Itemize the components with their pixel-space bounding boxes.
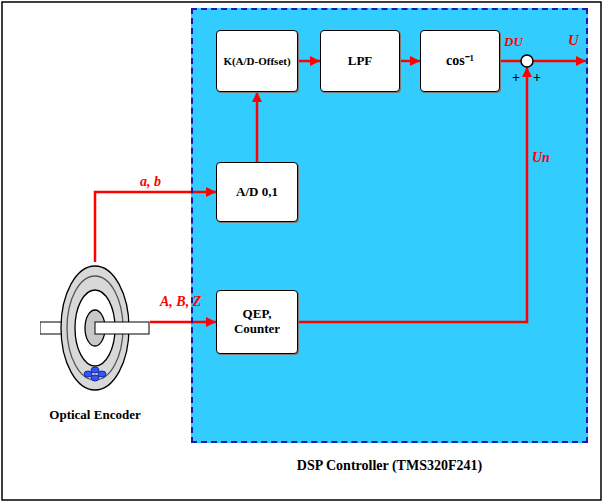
summing-junction bbox=[521, 55, 533, 67]
block-label: K(A/D-Offset) bbox=[223, 55, 290, 68]
photo-sensor bbox=[91, 375, 99, 381]
photo-sensor bbox=[91, 367, 99, 373]
encoder-illustration bbox=[40, 262, 150, 432]
controller-ground bbox=[191, 8, 588, 443]
optical-encoder: Optical Encoder bbox=[40, 262, 150, 432]
sign-label: + bbox=[512, 70, 520, 86]
signal-arrow bbox=[256, 92, 259, 162]
photo-sensor bbox=[84, 371, 92, 377]
block-label: A/D 0,1 bbox=[236, 185, 278, 200]
arccos-box: cos⁻¹ bbox=[420, 30, 500, 92]
block-label: LPF bbox=[348, 54, 373, 69]
signal-arrow bbox=[95, 192, 216, 262]
block-label: QEP, Counter bbox=[220, 307, 294, 337]
caption-label: DSP Controller (TMS320F241) bbox=[193, 458, 586, 474]
signal-arrow bbox=[400, 60, 420, 63]
output-wire bbox=[533, 60, 586, 63]
signal-arrow bbox=[150, 321, 216, 324]
signal-wire bbox=[500, 60, 521, 63]
count-wire bbox=[298, 67, 527, 322]
block-label: cos⁻¹ bbox=[446, 53, 474, 69]
signal-arrow bbox=[298, 60, 320, 63]
signal-label: a, b bbox=[140, 174, 161, 190]
signal-label: A, B, Z bbox=[160, 294, 201, 310]
counter-box: QEP, Counter bbox=[216, 290, 298, 354]
signal-label: Un bbox=[532, 150, 550, 166]
signal-label: DU bbox=[504, 34, 523, 50]
photo-sensor bbox=[98, 371, 106, 377]
adc-box: A/D 0,1 bbox=[216, 162, 298, 222]
shaft bbox=[95, 322, 149, 334]
signal-label: U bbox=[568, 32, 579, 49]
controller-region: DSP Controller (TMS320F241)K(A/D-Offset)… bbox=[191, 8, 588, 443]
gain-offset-box: K(A/D-Offset) bbox=[216, 30, 298, 92]
filter-box: LPF bbox=[320, 30, 400, 92]
sign-label: + bbox=[533, 70, 541, 86]
caption-label: Optical Encoder bbox=[49, 408, 140, 423]
